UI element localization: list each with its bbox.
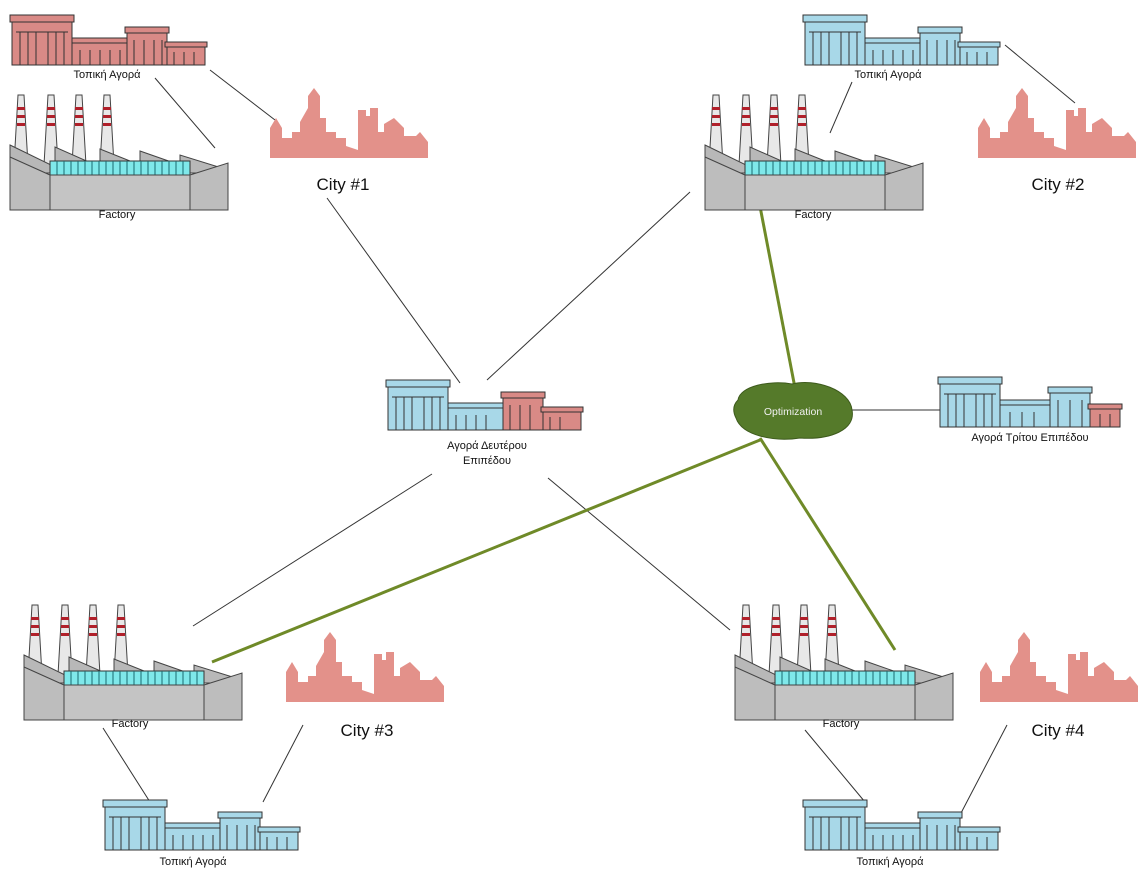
local-market-2-label: Τοπική Αγορά [855, 69, 923, 81]
factory-4-label: Factory [823, 718, 860, 730]
city-4-label: City #4 [1032, 721, 1085, 740]
city-4-skyline [980, 632, 1138, 702]
factory-3-label: Factory [112, 718, 149, 730]
local-market-4 [802, 799, 1001, 851]
optimization-label: Optimization [764, 406, 823, 418]
second-level-market-label-2: Επιπέδου [463, 455, 511, 467]
local-market-2 [802, 14, 1001, 66]
local-market-4-label: Τοπική Αγορά [857, 856, 925, 868]
city-3-label: City #3 [341, 721, 394, 740]
city-2-label: City #2 [1032, 175, 1085, 194]
second-level-market [385, 379, 584, 431]
factory-2 [704, 84, 926, 211]
local-market-1 [9, 14, 208, 66]
optimization-node [733, 382, 853, 440]
factory-4 [734, 594, 956, 721]
city-1-skyline [270, 88, 428, 158]
optimization-connections [211, 195, 897, 664]
third-level-market-label: Αγορά Τρίτου Επιπέδου [971, 432, 1088, 444]
local-market-3 [102, 799, 301, 851]
thin-connections [102, 44, 1076, 816]
second-level-market-label-1: Αγορά Δευτέρου [447, 440, 527, 452]
city-1-label: City #1 [317, 175, 370, 194]
city-2-skyline [978, 88, 1136, 158]
third-level-market [937, 376, 1123, 428]
city-3-skyline [286, 632, 444, 702]
local-market-1-label: Τοπική Αγορά [74, 69, 142, 81]
local-market-3-label: Τοπική Αγορά [160, 856, 228, 868]
factory-2-label: Factory [795, 209, 832, 221]
factory-3 [23, 594, 245, 721]
factory-1 [9, 84, 231, 211]
factory-1-label: Factory [99, 209, 136, 221]
